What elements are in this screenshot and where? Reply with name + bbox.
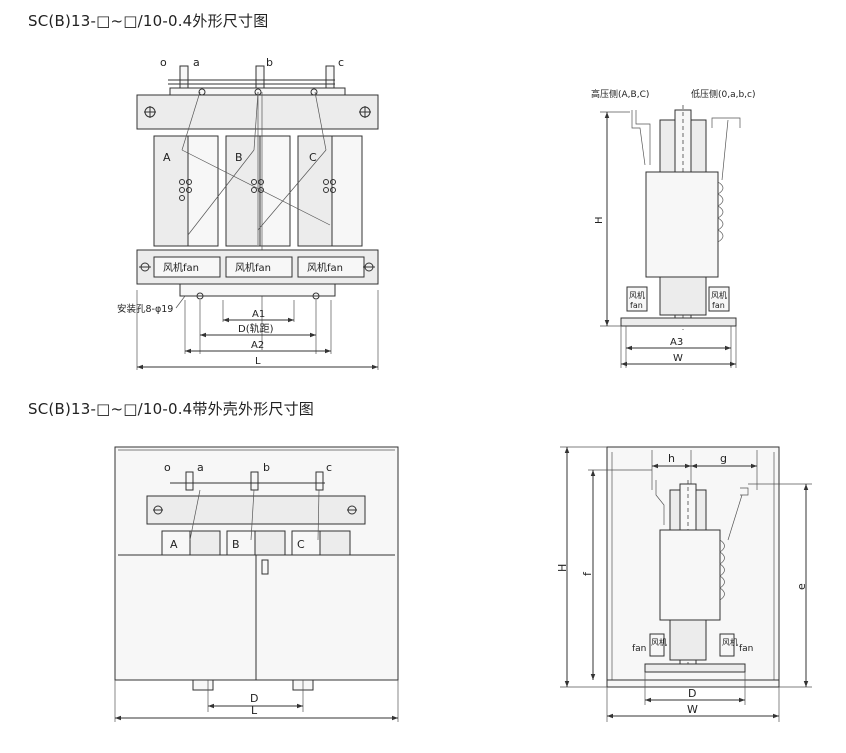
dim-e: e [795,583,808,590]
terminal-c: c [326,461,332,474]
dim-d: D [250,692,258,705]
base-rail [620,317,737,327]
dim-l: L [251,704,258,717]
phase-b: B [235,151,243,164]
dim-big-h: H [556,564,569,572]
fan-en: fan [712,301,725,310]
fan-box [225,256,293,278]
terminal-o: o [164,461,171,474]
enclosure-side: h g 风机 fan 风机 fan H f e D [556,446,812,722]
top-clamp [146,495,366,525]
fan-cn: 风机 [722,637,738,647]
base-rail [179,283,336,297]
coil-body [645,171,719,278]
dim-w: W [687,703,698,716]
terminal-a: a [197,461,204,474]
dim-w: W [673,353,683,364]
fan-en: fan [630,301,643,310]
base-rail [644,663,746,673]
phase-c: C [297,538,305,551]
phase-b: B [232,538,240,551]
terminal-b: b [263,461,270,474]
fan-box [708,286,730,312]
dim-d: D(轨距) [238,322,274,335]
fan-label: 风机fan [307,261,343,274]
fan-en: fan [739,644,753,654]
terminal-o: o [160,56,167,69]
dim-g: g [720,452,727,465]
terminal-plate [179,65,189,89]
dim-h: h [668,452,675,465]
fan-box [649,633,665,657]
enclosure-front: o a b c A B C D L [114,446,399,722]
fan-cn: 风机 [711,290,727,300]
phase-a: A [163,151,171,164]
fan-box [153,256,221,278]
dim-a1: A1 [252,309,265,320]
terminal-plate [325,65,335,89]
door-handle [261,559,269,575]
phase-c: C [309,151,317,164]
dim-f: f [581,571,594,576]
lv-label: 低压侧(0,a,b,c) [691,88,756,100]
phase-a: A [170,538,178,551]
dim-a3: A3 [670,337,683,348]
terminal-c: c [338,56,344,69]
coil-c [297,135,333,247]
fan-en: fan [632,644,646,654]
terminal-a: a [193,56,200,69]
dim-a2: A2 [251,340,264,351]
fan-box [626,286,648,312]
coil-b [225,135,261,247]
title-bottom: SC(B)13-□~□/10-0.4带外壳外形尺寸图 [28,400,315,418]
coil-a [153,135,189,247]
mounting-hole-label: 安装孔8-φ19 [117,303,173,315]
title-top: SC(B)13-□~□/10-0.4外形尺寸图 [28,12,269,30]
terminal-b: b [266,56,273,69]
coil-body [659,529,721,621]
fan-cn: 风机 [629,290,645,300]
dim-d: D [688,687,696,700]
front-view: o a b c A B C [117,56,379,370]
fan-box [719,633,735,657]
side-view: 高压侧(A,B,C) 低压侧(0,a,b,c) 风机 fan 风机 fan H [591,88,756,368]
hv-label: 高压侧(A,B,C) [591,88,649,100]
fan-label: 风机fan [235,261,271,274]
dim-l: L [255,356,261,367]
fan-label: 风机fan [163,261,199,274]
fan-cn: 风机 [651,637,667,647]
terminal-plate [255,65,265,89]
dim-h: H [594,216,605,224]
